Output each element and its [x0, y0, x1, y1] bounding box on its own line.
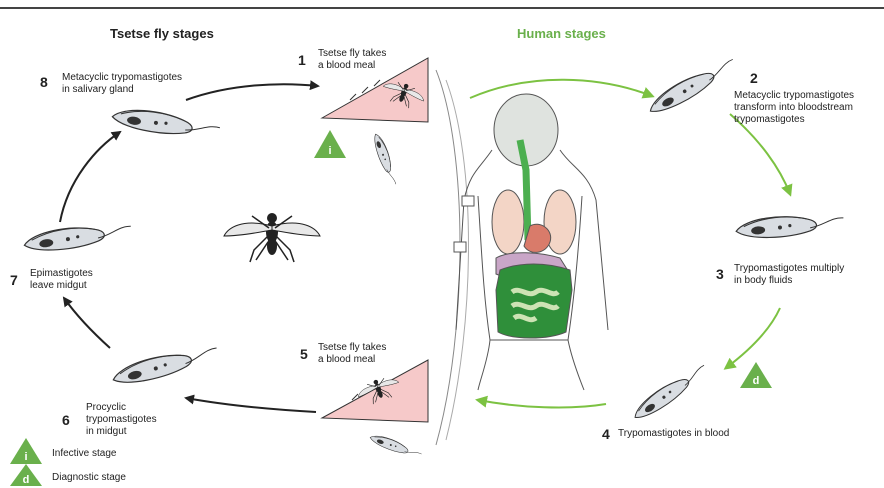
legend-infective-icon: i: [10, 438, 42, 464]
infective-stage-marker: i: [314, 130, 346, 158]
legend-diagnostic-icon: d: [10, 464, 42, 486]
stage-5-number: 5: [300, 346, 308, 362]
legend-diagnostic-symbol: d: [23, 474, 30, 486]
diagnostic-stage-marker: d: [740, 362, 772, 388]
diagnostic-marker-letter: d: [753, 375, 760, 387]
stage-2-number: 2: [750, 70, 758, 86]
stage-7-number: 7: [10, 272, 18, 288]
legend-infective-label: Infective stage: [52, 448, 116, 459]
stage-8-number: 8: [40, 74, 48, 90]
human-body-illustration: [454, 94, 608, 390]
stage-4-number: 4: [602, 426, 610, 442]
stage-3-number: 3: [716, 266, 724, 282]
stage-1-label: Tsetse fly takes a blood meal: [318, 48, 386, 72]
stage-5-label: Tsetse fly takes a blood meal: [318, 342, 386, 366]
tsetse-fly-illustration: [224, 213, 320, 262]
infective-marker-letter: i: [328, 145, 331, 157]
stage-2-label: Metacyclic trypomastigotes transform int…: [734, 90, 854, 126]
stage-1-number: 1: [298, 52, 306, 68]
stage-4-label: Trypomastigotes in blood: [618, 428, 729, 440]
stage-8-label: Metacyclic trypomastigotes in salivary g…: [62, 72, 182, 96]
legend-diagnostic-label: Diagnostic stage: [52, 472, 126, 483]
stage-6-label: Procyclic trypomastigotes in midgut: [86, 402, 157, 438]
legend-infective-symbol: i: [24, 451, 27, 463]
stage-6-number: 6: [62, 412, 70, 428]
stage-3-label: Trypomastigotes multiply in body fluids: [734, 263, 844, 287]
stage-7-label: Epimastigotes leave midgut: [30, 268, 93, 292]
